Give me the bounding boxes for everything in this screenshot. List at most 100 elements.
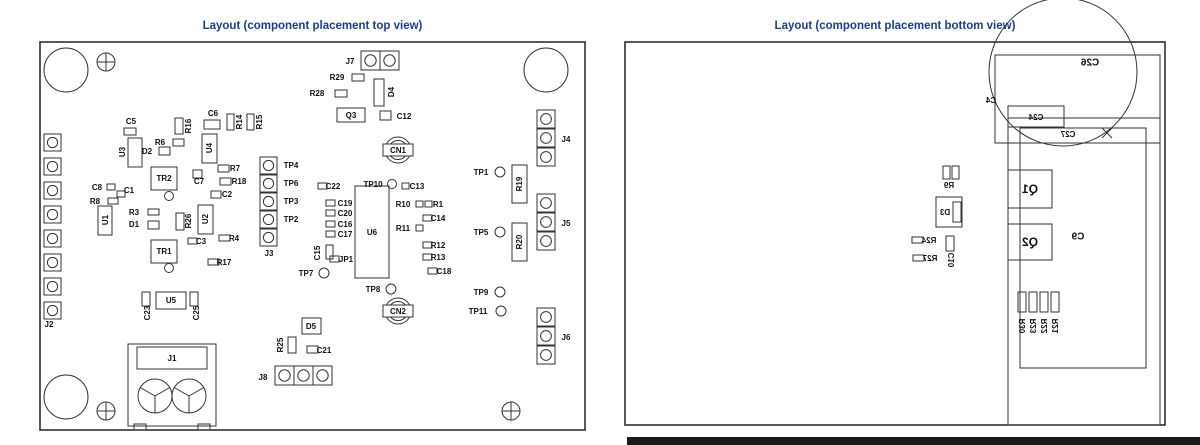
r6-body	[172, 138, 185, 147]
q1-body	[1007, 169, 1053, 209]
tr2-pad	[164, 191, 174, 201]
label-c1: C1	[124, 186, 135, 195]
j5-pin	[536, 231, 556, 251]
r20-body	[511, 222, 528, 262]
label-r30: R30	[1018, 319, 1027, 334]
tr2-body	[150, 166, 178, 191]
j6-pin	[540, 349, 552, 361]
fiducial-mark	[97, 402, 115, 420]
label-d4: D4	[387, 86, 396, 97]
label-r17: R17	[217, 258, 232, 267]
label-r12: R12	[431, 241, 446, 250]
label-tp11: TP11	[469, 307, 488, 316]
label-r9: R9	[943, 181, 954, 190]
j2-pin	[46, 208, 59, 221]
label-c20: C20	[338, 209, 353, 218]
j3-pin	[259, 156, 278, 175]
label-r16: R16	[184, 118, 193, 133]
module-outline-inner	[1019, 127, 1147, 369]
j2-pin	[43, 181, 62, 200]
label-j1: J1	[168, 354, 177, 363]
c5-body	[123, 127, 137, 136]
label-c3: C3	[196, 237, 207, 246]
u3-body	[127, 137, 143, 168]
j7-pin	[379, 50, 400, 71]
r11-body	[415, 224, 424, 232]
c3-body	[187, 237, 198, 245]
label-tp7: TP7	[299, 269, 314, 278]
c8-body	[106, 183, 116, 191]
cn2-label-box	[382, 304, 414, 318]
c25-body	[189, 291, 199, 307]
j7-pin	[360, 50, 381, 71]
j6-pin	[540, 330, 552, 342]
r7-body	[217, 164, 230, 173]
j1-header	[136, 346, 208, 370]
r18-body	[219, 177, 232, 186]
c2-body	[210, 190, 222, 199]
label-c4: C4	[985, 96, 996, 105]
r26-body	[175, 212, 185, 231]
label-q1: Q1	[1022, 182, 1038, 196]
j4-pin	[540, 151, 552, 163]
j2-pin	[43, 157, 62, 176]
c17-body	[325, 230, 336, 238]
u4-body	[201, 133, 218, 164]
j6-pin	[536, 307, 556, 327]
j6-pin	[536, 326, 556, 346]
j3-pin	[262, 213, 275, 226]
board-outline	[624, 41, 1166, 426]
c19-body	[325, 199, 336, 207]
j2-pin	[43, 253, 62, 272]
j2-pin	[43, 205, 62, 224]
tp9-testpoint	[494, 286, 506, 298]
r12-body	[422, 241, 433, 249]
c7-body	[192, 169, 203, 179]
r27-body	[912, 254, 925, 262]
c20-body	[325, 209, 336, 217]
module-outline-outer	[1007, 117, 1161, 426]
j8-pin	[278, 369, 291, 382]
j2-pin	[43, 133, 62, 152]
r15-body	[246, 113, 255, 131]
j5-pin	[536, 212, 556, 232]
j8-pin	[316, 369, 329, 382]
tp8-testpoint	[385, 283, 397, 295]
label-r27: R27	[922, 254, 937, 263]
j2-pin	[43, 277, 62, 296]
label-jp1: JP1	[339, 255, 354, 264]
c12-body	[379, 110, 392, 121]
label-r1: R1	[433, 200, 444, 209]
d5-body	[301, 317, 322, 335]
label-cn2: CN2	[390, 307, 407, 316]
j1-foot	[133, 423, 147, 431]
detail-callout-circle	[988, 0, 1138, 147]
label-c24: C24	[1028, 113, 1043, 122]
label-u5: U5	[166, 296, 177, 305]
j2-pin	[43, 301, 62, 320]
label-c6: C6	[208, 109, 219, 118]
r29-body	[351, 73, 365, 82]
label-d3: D3	[939, 208, 950, 217]
label-r24: R24	[921, 236, 936, 245]
j2-pin	[43, 229, 62, 248]
c23-body	[141, 291, 151, 307]
u6-body	[354, 185, 390, 279]
label-u6: U6	[367, 228, 378, 237]
c16-body	[325, 220, 336, 228]
label-tp9: TP9	[474, 288, 489, 297]
d3-chip	[952, 201, 962, 223]
label-j4: J4	[562, 135, 571, 144]
j4-pin	[536, 109, 556, 129]
r19-body	[511, 164, 528, 204]
j2-pin	[46, 256, 59, 269]
label-c13: C13	[410, 182, 425, 191]
label-r22: R22	[1040, 319, 1049, 334]
label-u3: U3	[118, 146, 127, 157]
label-c5: C5	[126, 117, 137, 126]
label-r28: R28	[310, 89, 325, 98]
label-c19: C19	[338, 199, 353, 208]
j3-pin	[259, 210, 278, 229]
label-j3: J3	[265, 249, 274, 258]
r21-body	[1050, 291, 1060, 313]
